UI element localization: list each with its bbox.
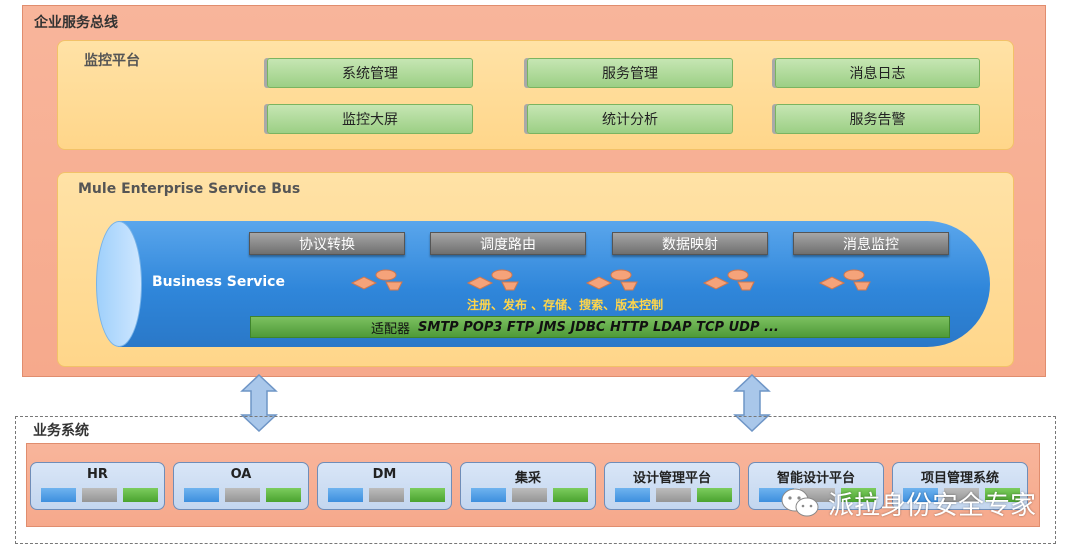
monitor-button-service-mgmt[interactable]: 服务管理 [527, 58, 733, 88]
system-card-design-mgmt[interactable]: 设计管理平台 [604, 462, 740, 510]
business-service-label: Business Service [152, 274, 285, 290]
system-name: OA [230, 467, 252, 482]
system-card-procurement[interactable]: 集采 [460, 462, 596, 510]
module-block [656, 488, 691, 502]
module-block [184, 488, 219, 502]
adapter-label: 适配器 [371, 321, 411, 337]
function-protocol-conversion[interactable]: 协议转换 [249, 232, 405, 255]
system-card-hr[interactable]: HR [30, 462, 165, 510]
adapter-bar: 适配器 SMTP POP3 FTP JMS JDBC HTTP LDAP TCP… [250, 316, 950, 338]
bidirectional-arrow-icon [733, 374, 771, 432]
system-card-project-mgmt[interactable]: 项目管理系统 [892, 462, 1028, 510]
registry-note: 注册、发布 、存储、搜索、版本控制 [467, 298, 664, 312]
system-name: HR [87, 467, 108, 482]
monitor-button-dashboard[interactable]: 监控大屏 [267, 104, 473, 134]
monitor-button-alerts[interactable]: 服务告警 [775, 104, 980, 134]
module-block [410, 488, 445, 502]
esb-title: 企业服务总线 [34, 15, 118, 31]
system-name: DM [372, 467, 397, 482]
service-node-icon [585, 269, 638, 291]
module-block [615, 488, 650, 502]
business-title: 业务系统 [33, 423, 89, 439]
watermark-text: 派拉身份安全专家 [828, 490, 1037, 521]
module-block [82, 488, 117, 502]
module-block [328, 488, 363, 502]
monitor-title: 监控平台 [84, 53, 140, 69]
service-node-icon [350, 269, 403, 291]
bus-cylinder-cap [96, 221, 142, 347]
watermark: 派拉身份安全专家 [780, 483, 1036, 523]
monitor-button-system-mgmt[interactable]: 系统管理 [267, 58, 473, 88]
module-block [41, 488, 76, 502]
module-block [512, 488, 547, 502]
module-block [266, 488, 301, 502]
mule-title: Mule Enterprise Service Bus [78, 181, 301, 197]
function-message-monitoring[interactable]: 消息监控 [793, 232, 949, 255]
module-block [841, 488, 876, 502]
business-systems-frame [15, 416, 1056, 544]
service-node-icon [466, 269, 519, 291]
bidirectional-arrow-icon [240, 374, 278, 432]
monitor-button-statistics[interactable]: 统计分析 [527, 104, 733, 134]
monitor-button-message-log[interactable]: 消息日志 [775, 58, 980, 88]
system-name: 智能设计平台 [776, 471, 855, 486]
module-block [903, 488, 938, 502]
module-block [553, 488, 588, 502]
system-card-dm[interactable]: DM [317, 462, 452, 510]
system-name: 集采 [514, 471, 541, 486]
function-data-mapping[interactable]: 数据映射 [612, 232, 768, 255]
module-block [985, 488, 1020, 502]
module-block [471, 488, 506, 502]
adapter-protocols: SMTP POP3 FTP JMS JDBC HTTP LDAP TCP UDP… [418, 319, 779, 335]
module-block [697, 488, 732, 502]
function-routing[interactable]: 调度路由 [430, 232, 586, 255]
service-node-icon [702, 269, 755, 291]
wechat-icon [781, 488, 819, 517]
module-block [369, 488, 404, 502]
system-card-oa[interactable]: OA [173, 462, 309, 510]
system-name: 设计管理平台 [632, 471, 711, 486]
module-block [123, 488, 158, 502]
service-node-icon [818, 269, 871, 291]
module-block [944, 488, 979, 502]
module-block [225, 488, 260, 502]
system-name: 项目管理系统 [920, 471, 999, 486]
